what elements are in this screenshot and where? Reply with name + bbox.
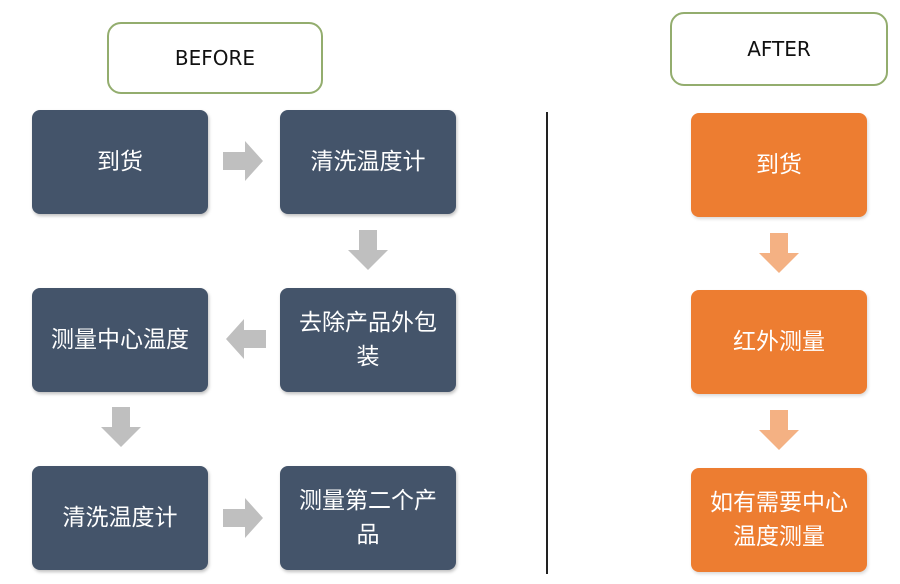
arrow-right-icon bbox=[223, 498, 263, 538]
step-label: 测量第二个产品 bbox=[299, 488, 437, 548]
divider-line bbox=[546, 112, 548, 574]
arrow-down-icon bbox=[348, 230, 388, 270]
step-label: 清洗温度计 bbox=[310, 149, 426, 175]
step-label: 如有需要中心温度测量 bbox=[710, 490, 848, 550]
step-label: 清洗温度计 bbox=[62, 505, 178, 531]
after-step-arrival: 到货 bbox=[691, 113, 867, 217]
before-step-remove-packaging: 去除产品外包装 bbox=[280, 288, 456, 392]
before-title: BEFORE bbox=[174, 46, 256, 70]
before-step-clean-thermometer: 清洗温度计 bbox=[280, 110, 456, 214]
after-step-core-temp-if-needed: 如有需要中心温度测量 bbox=[691, 468, 867, 572]
arrow-down-icon bbox=[759, 233, 799, 273]
after-step-infrared-measure: 红外测量 bbox=[691, 290, 867, 394]
arrow-left-icon bbox=[226, 319, 266, 359]
after-header: AFTER bbox=[670, 12, 888, 86]
arrow-down-icon bbox=[101, 407, 141, 447]
step-label: 红外测量 bbox=[733, 329, 825, 355]
before-step-measure-second-product: 测量第二个产品 bbox=[280, 466, 456, 570]
step-label: 去除产品外包装 bbox=[299, 310, 437, 370]
before-step-clean-thermometer-2: 清洗温度计 bbox=[32, 466, 208, 570]
step-label: 到货 bbox=[97, 149, 143, 175]
after-title: AFTER bbox=[747, 37, 811, 61]
before-header: BEFORE bbox=[107, 22, 323, 94]
step-label: 测量中心温度 bbox=[51, 327, 189, 353]
arrow-down-icon bbox=[759, 410, 799, 450]
step-label: 到货 bbox=[756, 152, 802, 178]
before-step-arrival: 到货 bbox=[32, 110, 208, 214]
before-step-measure-core-temp: 测量中心温度 bbox=[32, 288, 208, 392]
arrow-right-icon bbox=[223, 141, 263, 181]
